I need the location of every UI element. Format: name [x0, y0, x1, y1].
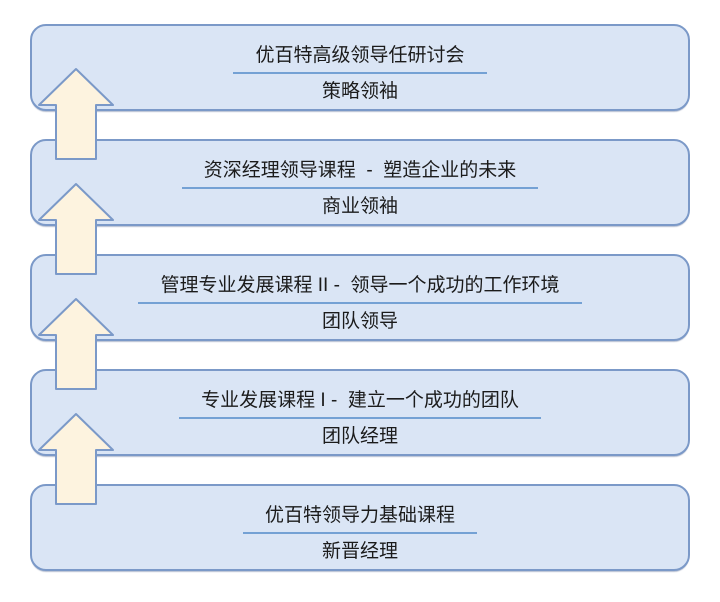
course-title: 优百特高级领导任研讨会	[233, 43, 487, 74]
level-box-3: 管理专业发展课程 II - 领导一个成功的工作环境 团队领导	[30, 254, 690, 341]
course-role: 新晋经理	[321, 541, 398, 562]
course-role: 团队经理	[321, 426, 398, 447]
level-box-4: 专业发展课程 I - 建立一个成功的团队 团队经理	[30, 369, 690, 456]
level-box-bottom: 优百特领导力基础课程 新晋经理	[30, 484, 690, 571]
course-role: 商业领袖	[321, 196, 398, 217]
level-box-top: 优百特高级领导任研讨会 策略领袖	[30, 24, 690, 111]
course-title: 管理专业发展课程 II - 领导一个成功的工作环境	[138, 273, 582, 304]
course-title: 资深经理领导课程 - 塑造企业的未来	[181, 158, 539, 189]
course-role: 策略领袖	[321, 81, 398, 102]
course-title: 专业发展课程 I - 建立一个成功的团队	[179, 388, 541, 419]
level-box-2: 资深经理领导课程 - 塑造企业的未来 商业领袖	[30, 139, 690, 226]
course-title: 优百特领导力基础课程	[242, 503, 477, 534]
course-role: 团队领导	[321, 311, 398, 332]
